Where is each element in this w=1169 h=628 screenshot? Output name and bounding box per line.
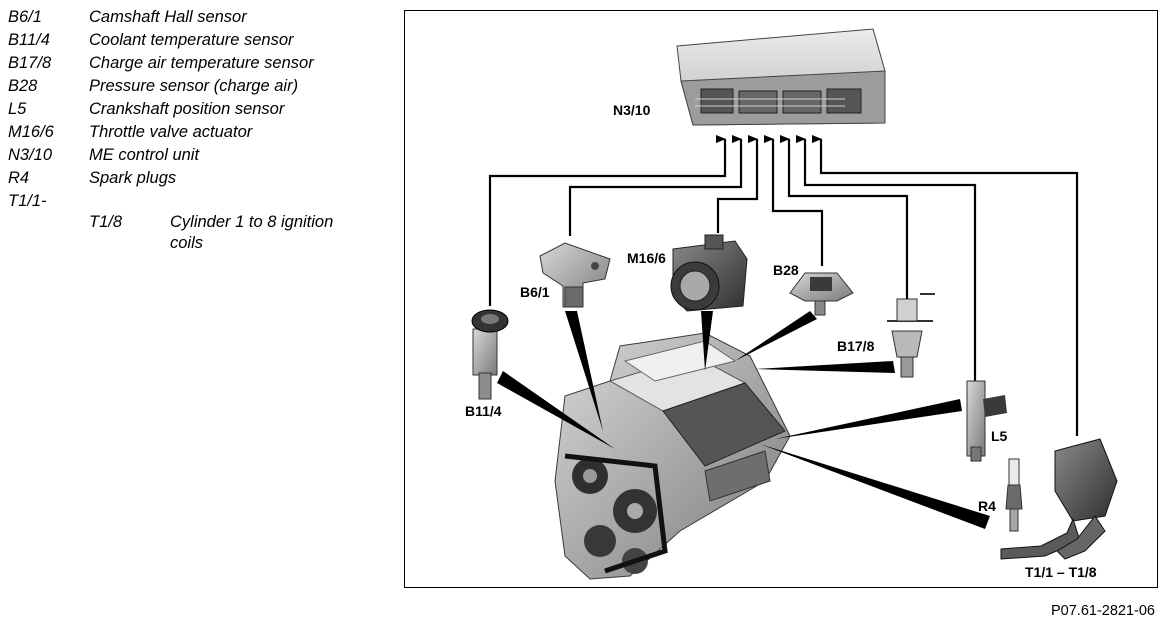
label-m16-6: M16/6	[627, 250, 666, 266]
line-b6-1	[568, 135, 743, 236]
line-b28	[764, 135, 824, 266]
legend-desc: Throttle valve actuator	[89, 123, 253, 141]
legend-code: B6/1	[8, 8, 42, 26]
part-r4	[1005, 458, 1023, 532]
line-t1	[812, 135, 1079, 436]
label-l5: L5	[991, 428, 1008, 444]
legend-desc: Camshaft Hall sensor	[89, 8, 247, 26]
label-r4: R4	[978, 498, 996, 514]
pointer-wedges	[497, 311, 990, 529]
line-l5	[796, 135, 977, 381]
part-b17-8	[887, 293, 935, 378]
diagram-frame: N3/10	[404, 10, 1158, 588]
legend-code: M16/6	[8, 123, 54, 141]
part-b28	[789, 272, 854, 316]
legend-code: R4	[8, 169, 30, 187]
legend-desc: Charge air temperature sensor	[89, 54, 314, 72]
wedge-b28	[735, 311, 817, 361]
legend-code: B11/4	[8, 31, 50, 49]
legend-code: B28	[8, 77, 38, 95]
line-b11-4	[488, 135, 727, 306]
figure-id: P07.61-2821-06	[1051, 603, 1155, 619]
part-b11-4	[471, 309, 509, 400]
legend-code: L5	[8, 100, 27, 118]
legend-sub-desc: Cylinder 1 to 8 ignition coils	[170, 213, 334, 252]
label-b17-8: B17/8	[837, 338, 875, 354]
part-l5	[966, 380, 1007, 462]
legend-code: B17/8	[8, 54, 52, 72]
wedge-b17-8	[755, 361, 895, 373]
legend-desc: Pressure sensor (charge air)	[89, 77, 299, 95]
legend-desc: Spark plugs	[89, 169, 177, 187]
label-b11-4: B11/4	[465, 403, 502, 419]
legend-code: N3/10	[8, 146, 53, 164]
ecu-n3-10	[676, 28, 886, 126]
legend-sub-code: T1/8	[89, 213, 123, 231]
line-m16-6	[716, 135, 759, 233]
engine	[554, 332, 791, 580]
line-b17-8	[780, 135, 909, 299]
legend-code: T1/1-	[8, 192, 47, 210]
part-b6-1	[539, 242, 611, 308]
legend-desc: Crankshaft position sensor	[89, 100, 285, 118]
label-t1: T1/1 – T1/8	[1025, 564, 1097, 580]
legend-desc: ME control unit	[89, 146, 200, 164]
label-n3-10: N3/10	[613, 102, 651, 118]
part-m16-6	[670, 234, 748, 312]
wedge-b6-1	[565, 311, 603, 431]
wedge-r4	[760, 444, 990, 529]
wedge-b11-4	[497, 371, 615, 449]
label-b6-1: B6/1	[520, 284, 550, 300]
legend-desc: Coolant temperature sensor	[89, 31, 294, 49]
part-t1-ignition-coil	[1000, 438, 1118, 560]
wedge-m16-6	[701, 311, 713, 371]
label-b28: B28	[773, 262, 799, 278]
wedge-l5	[775, 399, 962, 439]
diagram-svg: N3/10	[465, 28, 1118, 580]
signal-lines	[488, 135, 1079, 436]
